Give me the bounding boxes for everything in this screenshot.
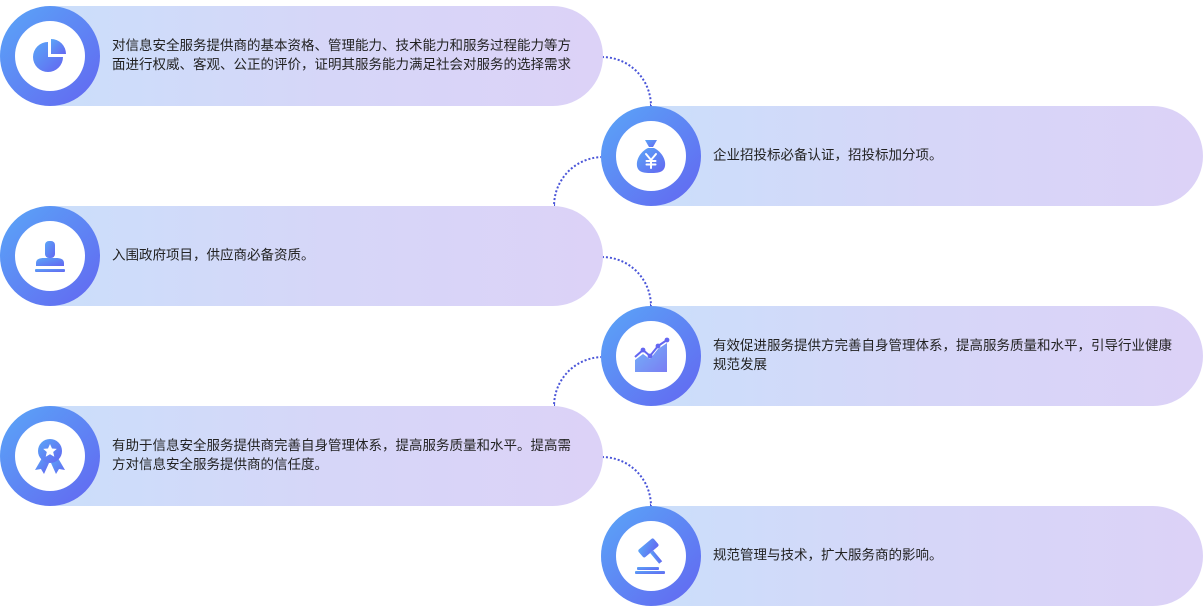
icon-badge <box>0 6 100 106</box>
connector-1-2 <box>602 56 652 106</box>
icon-badge <box>0 206 100 306</box>
benefit-item-5: 有助于信息安全服务提供商完善自身管理体系，提高服务质量和水平。提高需方对信息安全… <box>0 406 603 506</box>
money-bag-icon <box>636 140 666 173</box>
gavel-icon <box>635 538 665 574</box>
benefit-text: 企业招投标必备认证，招投标加分项。 <box>713 147 943 164</box>
benefit-text: 有效促进服务提供方完善自身管理体系，提高服务质量和水平，引导行业健康规范发展 <box>713 338 1172 373</box>
trend-chart-icon <box>634 337 670 372</box>
benefit-text: 对信息安全服务提供商的基本资格、管理能力、技术能力和服务过程能力等方面进行权威、… <box>112 38 571 73</box>
connector-2-3 <box>553 156 603 206</box>
connector-5-6 <box>602 456 652 506</box>
connector-3-4 <box>602 256 652 306</box>
benefit-item-1: 对信息安全服务提供商的基本资格、管理能力、技术能力和服务过程能力等方面进行权威、… <box>0 6 603 106</box>
stamp-icon <box>35 241 65 272</box>
icon-badge <box>0 406 100 506</box>
award-medal-icon <box>35 439 65 474</box>
benefit-item-2: 企业招投标必备认证，招投标加分项。 <box>601 106 1203 206</box>
benefit-item-6: 规范管理与技术，扩大服务商的影响。 <box>601 506 1203 606</box>
benefit-text: 入围政府项目，供应商必备资质。 <box>112 247 315 264</box>
benefit-item-3: 入围政府项目，供应商必备资质。 <box>0 206 603 306</box>
pie-chart-icon <box>33 39 66 72</box>
benefit-item-4: 有效促进服务提供方完善自身管理体系，提高服务质量和水平，引导行业健康规范发展 <box>601 306 1203 406</box>
benefit-text: 规范管理与技术，扩大服务商的影响。 <box>713 547 943 564</box>
benefit-text: 有助于信息安全服务提供商完善自身管理体系，提高服务质量和水平。提高需方对信息安全… <box>112 438 571 473</box>
icon-badge <box>601 306 701 406</box>
connector-4-5 <box>553 356 603 406</box>
icon-badge <box>601 106 701 206</box>
icon-badge <box>601 506 701 606</box>
